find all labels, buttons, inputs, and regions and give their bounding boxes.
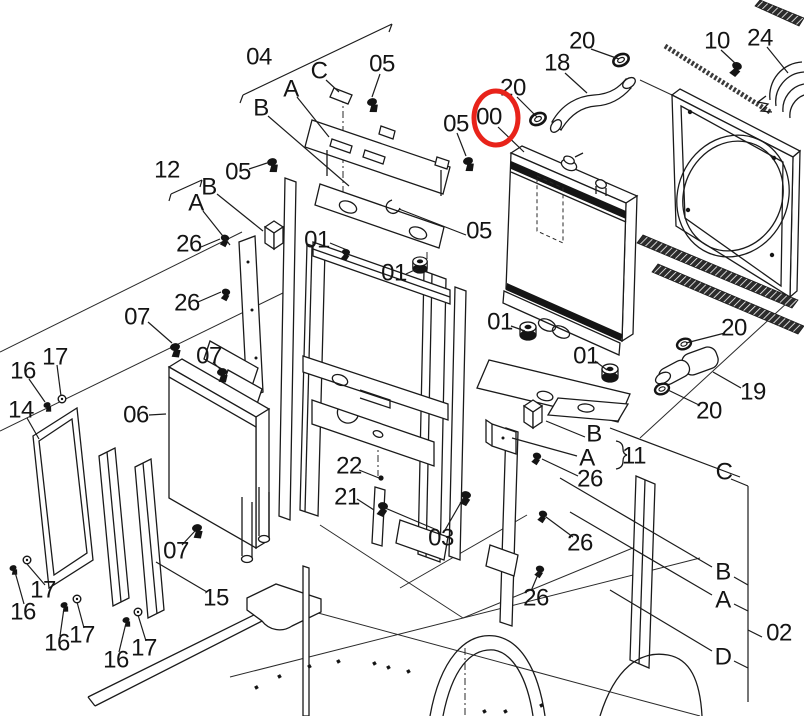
- seal-strips: [278, 177, 656, 669]
- callout-B: B: [253, 95, 269, 122]
- projection-lines: [0, 79, 789, 716]
- callout-01: 01: [304, 227, 330, 254]
- callout-16: 16: [10, 358, 36, 385]
- callout-05: 05: [369, 51, 395, 78]
- callout-03: 03: [428, 525, 454, 552]
- fan-shroud-part: [670, 88, 802, 299]
- callout-C: C: [716, 459, 733, 486]
- callout-26: 26: [567, 530, 593, 557]
- highlight-circle: [471, 88, 521, 148]
- callout-06: 06: [123, 402, 149, 429]
- callout-26: 26: [577, 466, 603, 493]
- callout-02: 02: [766, 620, 792, 647]
- callout-26: 26: [523, 585, 549, 612]
- callout-05: 05: [443, 111, 469, 138]
- callout-04: 04: [246, 44, 272, 71]
- callout-D: D: [715, 644, 732, 671]
- plate-12: [238, 220, 285, 399]
- callout-C: C: [311, 58, 328, 85]
- callout-B: B: [201, 174, 217, 201]
- callout-B: B: [586, 421, 602, 448]
- callout-A: A: [283, 76, 299, 103]
- callout-14: 14: [8, 397, 34, 424]
- callout-17: 17: [131, 635, 157, 662]
- radiator-part-00: [502, 145, 639, 356]
- callout-A: A: [188, 190, 204, 217]
- callout-24: 24: [747, 25, 773, 52]
- bracket-11: [485, 397, 630, 470]
- callout-07: 07: [124, 304, 150, 331]
- callout-20: 20: [721, 315, 747, 342]
- callout-12: 12: [154, 157, 180, 184]
- fasteners: [8, 97, 548, 629]
- platform-deck: [87, 565, 703, 716]
- callout-A: A: [715, 587, 731, 614]
- callout-17: 17: [30, 577, 56, 604]
- elbow-pipe-19: [654, 346, 719, 386]
- callout-22: 22: [336, 453, 362, 480]
- callout-16: 16: [103, 647, 129, 674]
- callout-26: 26: [174, 290, 200, 317]
- callout-A: A: [579, 445, 595, 472]
- hose-18: [549, 76, 636, 133]
- coil-spring-24: [756, 61, 804, 119]
- seal-strip-bands: [636, 0, 804, 335]
- oil-cooler-part-06: [167, 340, 271, 564]
- callout-07: 07: [196, 343, 222, 370]
- callout-21: 21: [334, 484, 360, 511]
- callout-20: 20: [500, 75, 526, 102]
- callout-17: 17: [69, 622, 95, 649]
- callout-19: 19: [740, 379, 766, 406]
- callout-20: 20: [569, 28, 595, 55]
- callout-01: 01: [381, 260, 407, 287]
- callout-05: 05: [225, 159, 251, 186]
- callout-01: 01: [487, 309, 513, 336]
- top-bracket-assembly-04: [304, 87, 451, 249]
- callout-05: 05: [466, 218, 492, 245]
- net-panels-14-15: [32, 406, 165, 620]
- callout-26: 26: [176, 231, 202, 258]
- callout-18: 18: [544, 50, 570, 77]
- callout-01: 01: [573, 343, 599, 370]
- callout-07: 07: [163, 538, 189, 565]
- callout-20: 20: [696, 398, 722, 425]
- callout-B: B: [715, 559, 731, 586]
- leader-lines: [14, 23, 789, 702]
- callout-15: 15: [203, 585, 229, 612]
- callout-00: 00: [476, 104, 502, 131]
- callout-17: 17: [42, 344, 68, 371]
- callout-10: 10: [704, 28, 730, 55]
- callout-11: 11: [622, 443, 646, 470]
- callout-16: 16: [44, 630, 70, 657]
- callout-16: 16: [10, 599, 36, 626]
